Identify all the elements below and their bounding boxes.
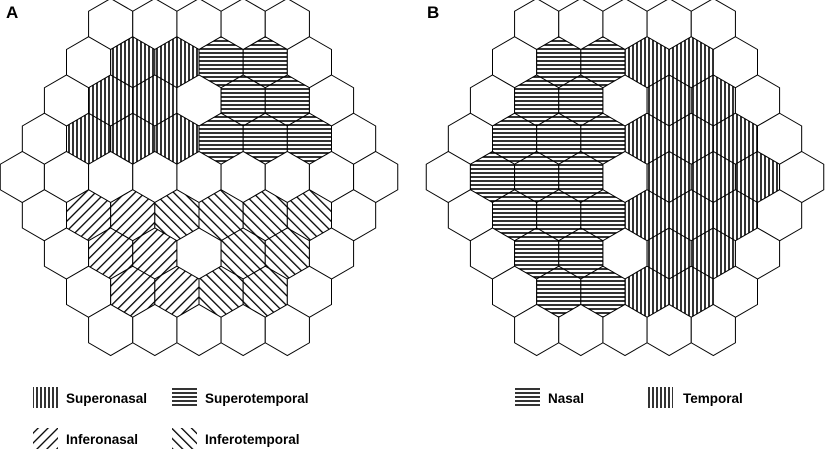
legend-label-nasal: Nasal: [548, 391, 584, 406]
legend-item-inferotemporal: Inferotemporal: [172, 428, 300, 449]
legend-item-temporal: Temporal: [648, 387, 743, 408]
nasal-swatch: [515, 387, 540, 408]
legend-item-superonasal: Superonasal: [33, 387, 147, 408]
legend-item-nasal: Nasal: [515, 387, 584, 408]
panel-b-label: B: [427, 3, 439, 22]
legend-label-superotemporal: Superotemporal: [205, 391, 309, 406]
legend-a: Superonasal Superotemporal Inferonasal I…: [33, 387, 309, 449]
hex-cell-blank: [264, 303, 310, 357]
hex-grid-a: [0, 0, 399, 357]
superotemporal-swatch: [172, 387, 197, 408]
inferotemporal-swatch: [172, 428, 197, 449]
superonasal-swatch: [33, 387, 58, 408]
temporal-swatch: [648, 387, 673, 408]
hex-grid-b: [425, 0, 825, 357]
panel-b: B Nasal Temporal: [425, 0, 825, 408]
legend-label-inferonasal: Inferonasal: [66, 432, 138, 447]
panel-a: A Superonasal Superotemporal Inferonasal…: [0, 0, 399, 449]
legend-label-superonasal: Superonasal: [66, 391, 147, 406]
panel-a-label: A: [6, 3, 18, 22]
inferonasal-swatch: [33, 428, 58, 449]
legend-label-inferotemporal: Inferotemporal: [205, 432, 300, 447]
legend-item-superotemporal: Superotemporal: [172, 387, 309, 408]
legend-item-inferonasal: Inferonasal: [33, 428, 138, 449]
legend-b: Nasal Temporal: [515, 387, 743, 408]
legend-label-temporal: Temporal: [683, 391, 743, 406]
hex-cell-blank: [690, 303, 736, 357]
